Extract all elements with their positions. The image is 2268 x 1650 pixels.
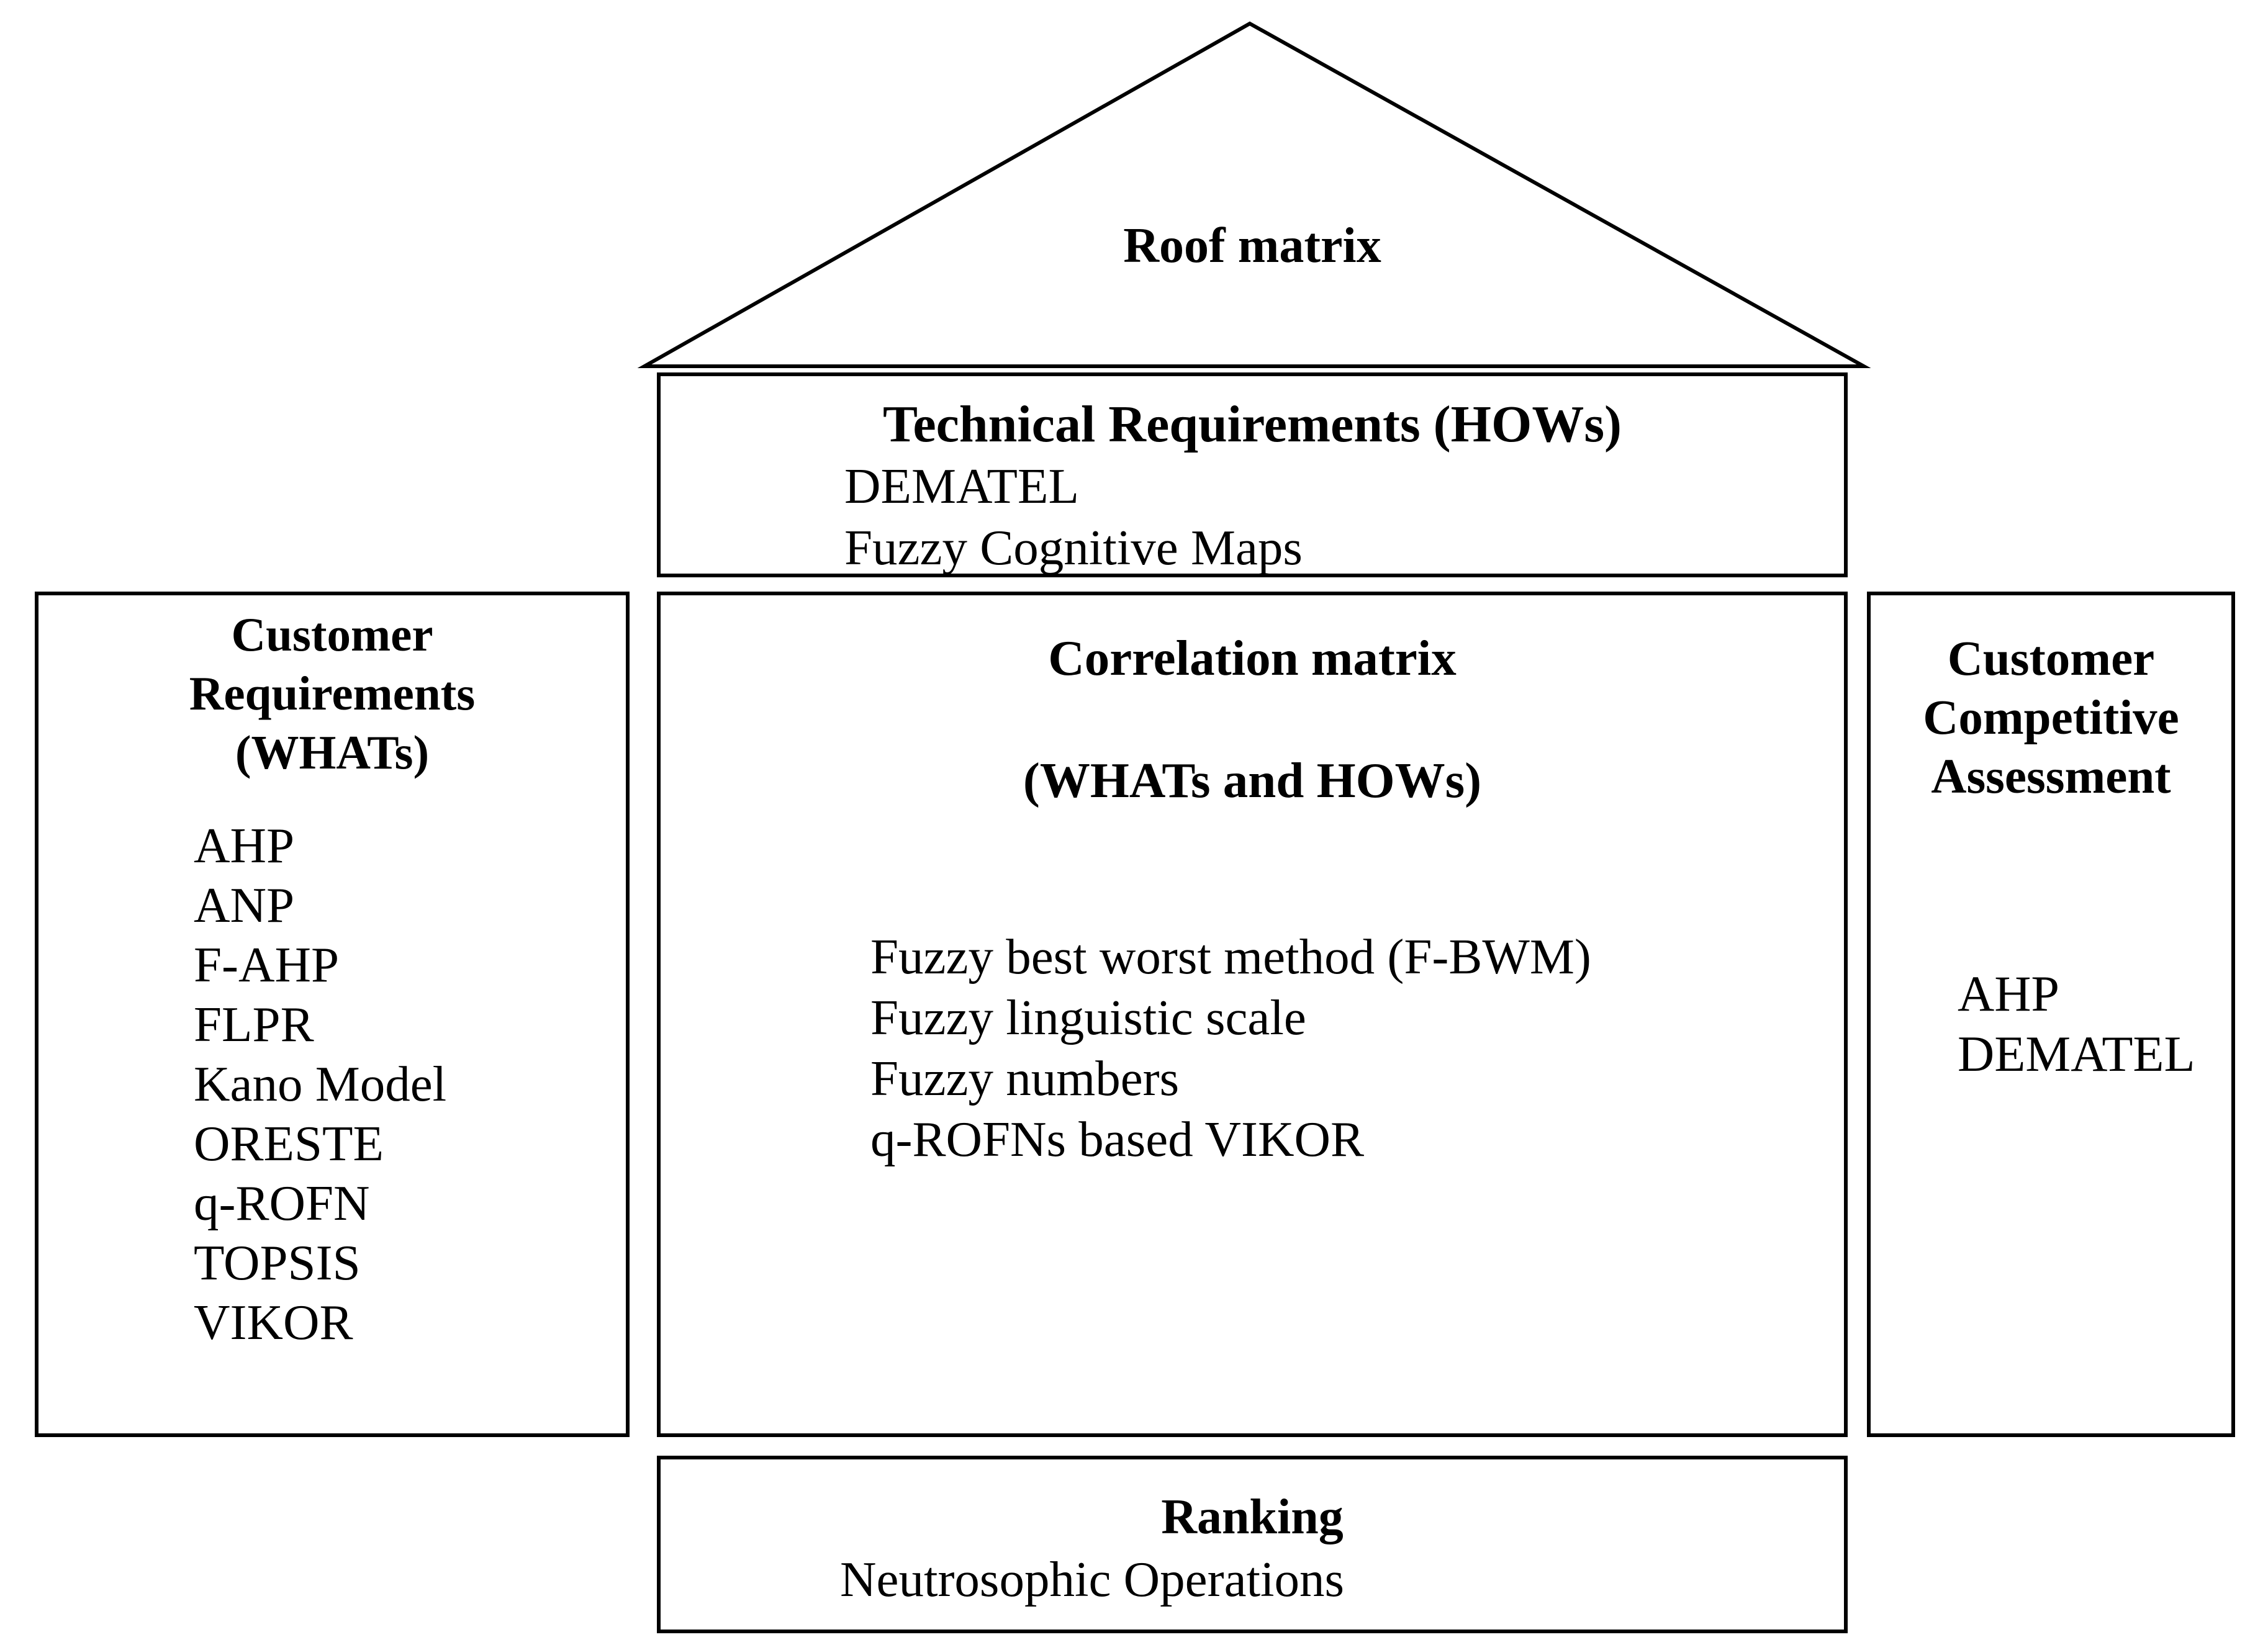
title-line: (WHATs) bbox=[235, 726, 430, 779]
list-item: Fuzzy numbers bbox=[870, 1050, 1180, 1106]
title-line: Customer bbox=[231, 608, 433, 661]
list-item: VIKOR bbox=[194, 1294, 353, 1350]
correlation-matrix-title: Correlation matrix bbox=[1048, 630, 1457, 686]
correlation-matrix-items: Fuzzy best worst method (F-BWM) Fuzzy li… bbox=[870, 926, 1844, 1170]
technical-requirements-box: Technical Requirements (HOWs) DEMATEL Fu… bbox=[657, 372, 1848, 577]
list-item: DEMATEL bbox=[844, 458, 1079, 514]
list-item: q-ROFNs based VIKOR bbox=[870, 1111, 1365, 1167]
roof-triangle bbox=[637, 21, 1871, 368]
list-item: Fuzzy best worst method (F-BWM) bbox=[870, 929, 1591, 985]
list-item: AHP bbox=[1958, 965, 2060, 1022]
list-item: F-AHP bbox=[194, 937, 340, 993]
list-item: AHP bbox=[194, 818, 295, 873]
list-item: TOPSIS bbox=[194, 1235, 361, 1291]
customer-requirements-title: Customer Requirements (WHATs) bbox=[38, 605, 626, 782]
technical-requirements-title: Technical Requirements (HOWs) bbox=[883, 395, 1622, 453]
title-line: Customer bbox=[1947, 632, 2155, 686]
ranking-title: Ranking bbox=[1161, 1490, 1344, 1544]
correlation-matrix-subtitle: (WHATs and HOWs) bbox=[1023, 752, 1482, 808]
technical-requirements-items: DEMATEL Fuzzy Cognitive Maps bbox=[844, 456, 1844, 579]
ranking-items: Neutrosophic Operations bbox=[840, 1548, 1844, 1610]
list-item: ORESTE bbox=[194, 1116, 384, 1171]
list-item: Neutrosophic Operations bbox=[840, 1551, 1345, 1607]
customer-competitive-assessment-box: Customer Competitive Assessment AHP DEMA… bbox=[1867, 592, 2235, 1437]
customer-competitive-assessment-items: AHP DEMATEL bbox=[1958, 963, 2231, 1084]
customer-competitive-assessment-title: Customer Competitive Assessment bbox=[1871, 629, 2231, 806]
list-item: q-ROFN bbox=[194, 1175, 370, 1231]
list-item: Fuzzy Cognitive Maps bbox=[844, 520, 1303, 575]
ranking-box: Ranking Neutrosophic Operations bbox=[657, 1456, 1848, 1633]
customer-requirements-box: Customer Requirements (WHATs) AHP ANP F-… bbox=[35, 592, 630, 1437]
list-item: Kano Model bbox=[194, 1056, 447, 1112]
list-item: ANP bbox=[194, 877, 295, 933]
correlation-matrix-box: Correlation matrix (WHATs and HOWs) Fuzz… bbox=[657, 592, 1848, 1437]
title-line: Assessment bbox=[1931, 750, 2171, 804]
list-item: Fuzzy linguistic scale bbox=[870, 990, 1306, 1045]
title-line: Competitive bbox=[1923, 691, 2179, 745]
title-line: Requirements bbox=[189, 667, 476, 720]
roof-matrix-label: Roof matrix bbox=[1123, 219, 1381, 273]
list-item: DEMATEL bbox=[1958, 1026, 2195, 1082]
customer-requirements-items: AHP ANP F-AHP FLPR Kano Model ORESTE q-R… bbox=[194, 816, 626, 1352]
list-item: FLPR bbox=[194, 996, 314, 1052]
